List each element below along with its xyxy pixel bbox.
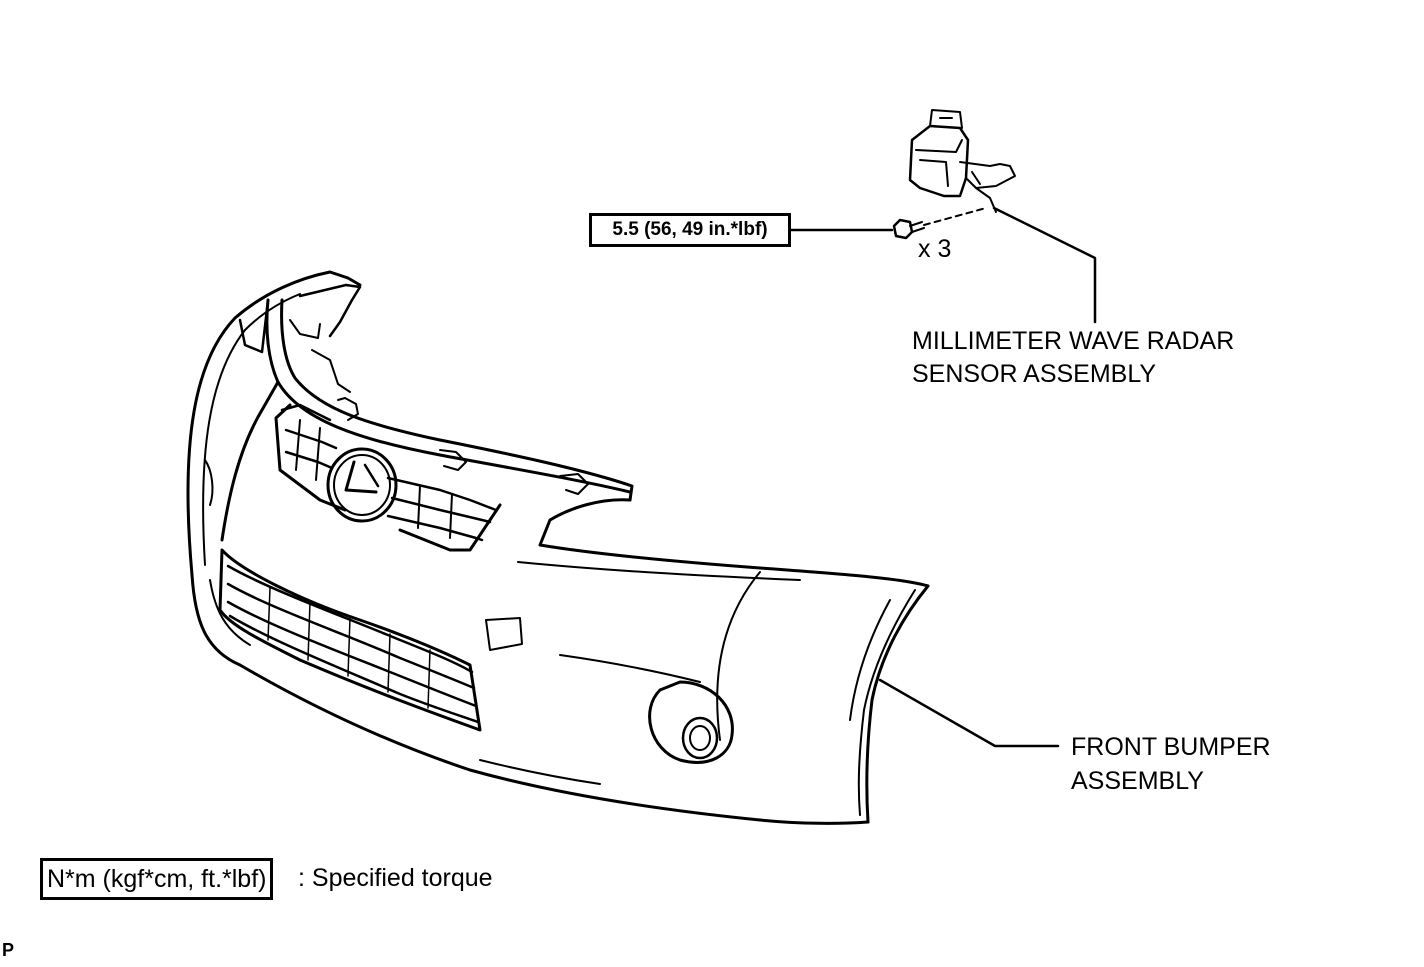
front-bumper-label-line1: FRONT BUMPER — [1071, 733, 1271, 761]
torque-spec-label: 5.5 (56, 49 in.*lbf) — [589, 213, 791, 247]
front-bumper-label-line2: ASSEMBLY — [1071, 767, 1204, 795]
bolt-icon — [892, 218, 925, 240]
front-bumper-drawing — [186, 270, 930, 825]
radar-sensor-label-line1: MILLIMETER WAVE RADAR — [912, 327, 1235, 355]
corner-mark: P — [2, 940, 15, 960]
front-bumper-leader — [878, 678, 1060, 748]
legend-unit-box: N*m (kgf*cm, ft.*lbf) — [40, 858, 274, 900]
radar-sensor-leader — [992, 206, 1097, 324]
bolt-alignment-line — [923, 207, 987, 226]
radar-sensor-drawing — [908, 109, 1016, 213]
legend-description: : Specified torque — [298, 864, 493, 892]
fastener-quantity-label: x 3 — [918, 235, 952, 263]
lexus-emblem-icon — [326, 447, 398, 523]
radar-sensor-label-line2: SENSOR ASSEMBLY — [912, 360, 1157, 388]
